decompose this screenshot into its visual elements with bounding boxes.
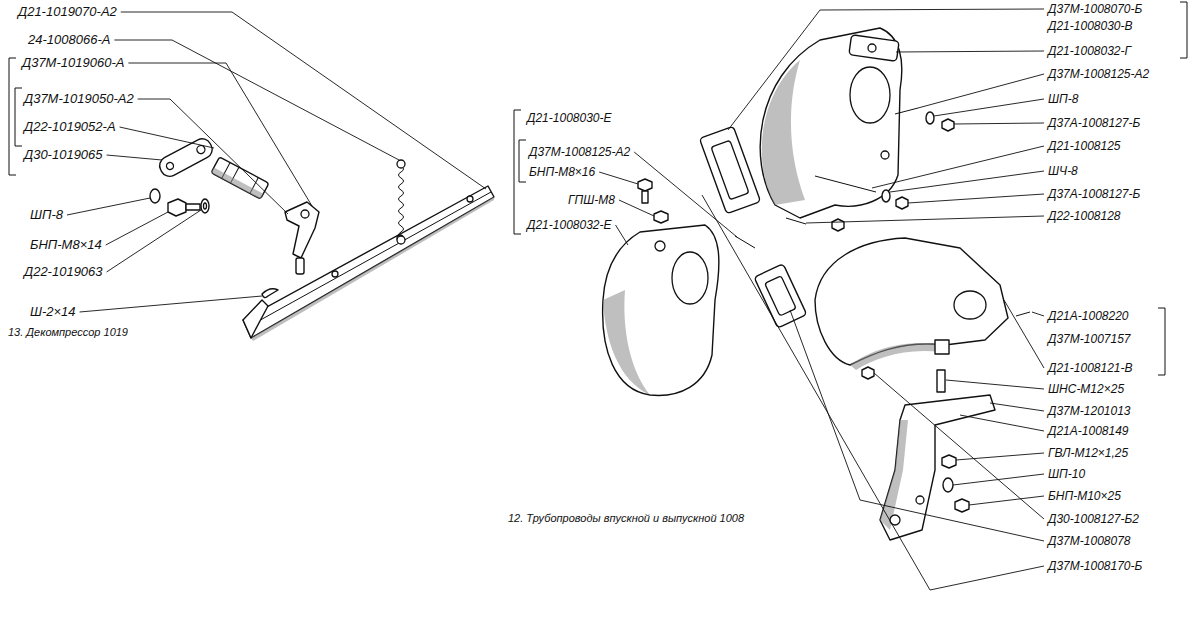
part-number: Д21-1008032-Г <box>1048 43 1131 59</box>
part-number: Д21-1008125 <box>1048 138 1121 154</box>
leader-line <box>872 146 1044 188</box>
part-number: БНП-М10×25 <box>1048 488 1121 504</box>
leader-line <box>934 99 1044 116</box>
leader-line <box>121 12 486 189</box>
leader-line <box>790 310 1044 541</box>
part-number: ШЧ-8 <box>1048 163 1078 179</box>
leader-line <box>806 216 1044 223</box>
leader-line <box>634 152 737 237</box>
part-number: Д37М-1008125-А2 <box>529 144 630 160</box>
leader-line <box>107 155 162 160</box>
part-number: ШП-8 <box>30 207 63 223</box>
part-number: Д37А-1008127-Б <box>1048 186 1140 202</box>
part-number: Д37М-1008078 <box>1048 533 1131 549</box>
leader-line <box>896 51 1044 52</box>
leader-line <box>960 415 1044 431</box>
part-number: ШНС-М12×25 <box>1048 381 1124 397</box>
leader-line <box>107 210 201 272</box>
part-number: Д22-1019052-А <box>24 119 116 135</box>
leader-line <box>106 212 168 245</box>
part-number: БНП-М8×14 <box>30 237 102 253</box>
leader-line <box>599 172 638 184</box>
part-number: Д30-1008127-Б2 <box>1048 511 1139 527</box>
part-number: Д22-1008128 <box>1048 208 1121 224</box>
part-number: Д37А-1008127-Б <box>1048 115 1140 131</box>
leader-line <box>1032 312 1044 316</box>
part-number: Д37М-1019050-А2 <box>24 91 134 107</box>
leader-line <box>128 63 312 206</box>
leader-line <box>114 40 399 160</box>
leader-line <box>138 99 288 214</box>
leader-line <box>969 496 1044 505</box>
leader-line <box>616 225 628 245</box>
caption-text: Д37М-1007157 <box>1048 331 1131 347</box>
leader-line <box>874 373 1044 519</box>
part-number: БНП-М8×16 <box>529 164 595 180</box>
caption-text: 13. Декомпрессор 1019 <box>8 324 128 340</box>
part-number: Д37М-1008170-Б <box>1048 558 1142 574</box>
part-number: Д37М-1008125-А2 <box>1048 66 1149 82</box>
part-number: Д21-1008032-Е <box>527 217 612 233</box>
leader-line <box>990 403 1044 411</box>
leader-line <box>702 195 1044 590</box>
part-number: Д21А-1008149 <box>1048 423 1129 439</box>
leader-line <box>120 127 214 148</box>
part-number: Д37М-1008070-Б <box>1048 1 1142 17</box>
leader-line <box>918 74 1044 108</box>
leader-line <box>728 9 1044 130</box>
leader-line <box>1004 300 1044 368</box>
part-number: Д37М-1201013 <box>1048 403 1131 419</box>
part-number: ГВЛ-М12×1,25 <box>1048 445 1128 461</box>
leader-line <box>954 123 1044 124</box>
leader-line <box>67 198 150 215</box>
part-number: Д21А-1008220 <box>1048 308 1129 324</box>
part-number: Д22-1019063 <box>24 264 103 280</box>
caption-text: Д21-1008030-Е <box>527 110 612 126</box>
leader-line <box>619 200 654 216</box>
part-number: Д21-1019070-А2 <box>18 4 117 20</box>
part-number: Д21-1008121-В <box>1048 360 1133 376</box>
part-number: ГПШ-М8 <box>568 192 615 208</box>
leader-line <box>80 296 262 312</box>
part-number: ШП-10 <box>1048 466 1085 482</box>
leader-line <box>956 453 1044 460</box>
leader-line <box>908 194 1044 203</box>
caption-text: 12. Трубопроводы впускной и выпускной 10… <box>508 510 744 526</box>
leader-line <box>890 171 1044 192</box>
part-number: Д30-1019065 <box>24 147 103 163</box>
leader-line <box>946 380 1044 389</box>
part-number: Ш-2×14 <box>30 304 76 320</box>
caption-text: Д21-1008030-В <box>1048 18 1133 34</box>
part-number: ШП-8 <box>1048 91 1078 107</box>
part-number: 24-1008066-А <box>28 32 110 48</box>
part-number: Д37М-1019060-А <box>22 55 124 71</box>
